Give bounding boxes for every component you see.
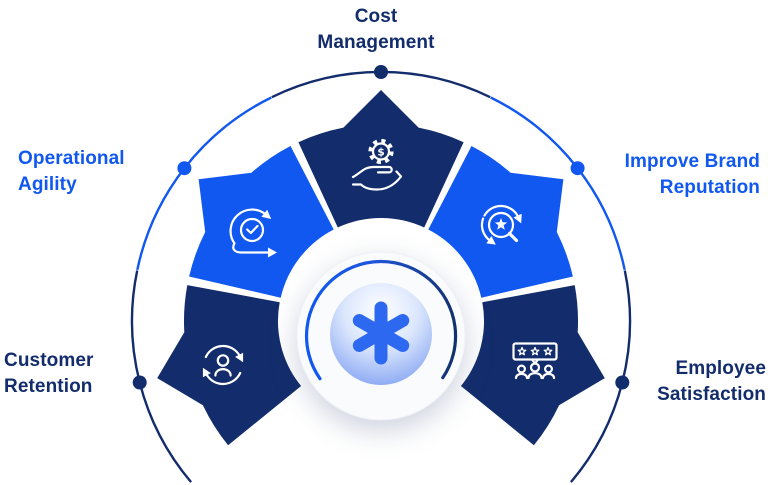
- outer-ring: [130, 65, 632, 483]
- label-employee-satisfaction: Employee Satisfaction: [566, 356, 766, 408]
- label-operational-agility: Operational Agility: [18, 146, 198, 198]
- segment-wedge-customer-retention: [157, 285, 302, 446]
- outer-dot-customer-retention: [132, 375, 147, 390]
- label-line: Satisfaction: [657, 384, 766, 405]
- segment-wedge-operational-agility: [189, 146, 334, 298]
- label-cost-management: Cost Management: [256, 4, 496, 56]
- label-line: Reputation: [659, 177, 760, 198]
- label-line: Retention: [4, 376, 93, 397]
- label-line: Management: [317, 32, 435, 53]
- outer-dot-cost-management: [374, 65, 388, 79]
- label-line: Agility: [18, 174, 77, 195]
- person-cycle-icon: [202, 344, 244, 386]
- label-line: Operational: [18, 148, 125, 169]
- agile-sprint-icon: [229, 208, 277, 258]
- team-rating-icon: [512, 342, 558, 380]
- outer-dot-employee-satisfaction: [615, 375, 630, 390]
- label-line: Cost: [354, 6, 398, 27]
- outer-dot-operational-agility: [177, 161, 192, 176]
- outer-dot-improve-brand-reputation: [570, 161, 585, 176]
- label-line: Customer: [4, 350, 94, 371]
- dollar-gear-hand-icon: $: [351, 138, 403, 191]
- star-search-refresh-icon: [480, 204, 522, 245]
- label-customer-retention: Customer Retention: [4, 348, 184, 400]
- asterisk-icon: [352, 301, 410, 365]
- center-hub: [296, 251, 466, 421]
- label-line: Improve Brand: [624, 151, 760, 172]
- label-improve-brand-reputation: Improve Brand Reputation: [540, 149, 760, 201]
- svg-text:$: $: [377, 147, 384, 159]
- hub-ring-arc: [305, 259, 458, 381]
- label-line: Employee: [675, 358, 766, 379]
